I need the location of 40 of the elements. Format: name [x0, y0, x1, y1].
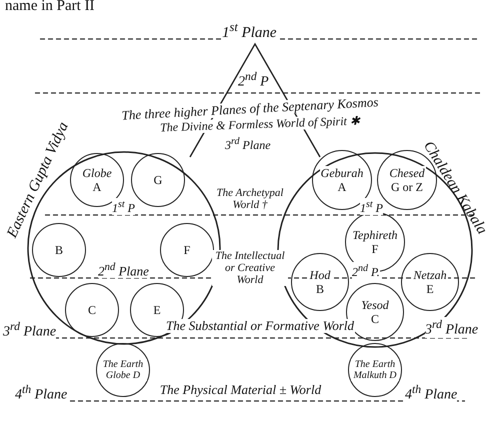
globe-letter: F [370, 242, 380, 256]
globe-name: Chesed [388, 166, 426, 180]
globe-letter: C [370, 312, 380, 326]
plane-label: 3$^{rd}$ Plane [3, 319, 56, 340]
plane-label: 4$^{th}$ Plane [405, 382, 458, 403]
globe-name: C [86, 303, 97, 317]
globe-name: B [54, 243, 64, 257]
globe-name: The Earth Globe D [99, 359, 147, 381]
globe-circle [65, 283, 119, 337]
globe-name: The Earth Malkuth D [351, 359, 399, 381]
globe-name: Yesod [360, 298, 390, 312]
plane-label: 2$^{nd}$ P. [352, 262, 380, 279]
globe-name: E [152, 303, 162, 317]
globe-name: Netzah [412, 268, 448, 282]
globe-name: Hod [308, 268, 332, 282]
globe-letter: G or Z [390, 180, 424, 194]
plane-label: 3$^{rd}$ Plane [425, 317, 478, 338]
plane-label: 1$^{st}$ P [360, 198, 384, 215]
plane-label: The Physical Material ± World [158, 383, 323, 397]
globe-letter: B [314, 282, 325, 296]
globe-circle [348, 343, 402, 397]
globe-name: G [152, 173, 164, 187]
globe-letter: A [336, 180, 348, 194]
plane-label: 2$^{nd}$ P [238, 69, 269, 91]
globe-circle [96, 343, 150, 397]
globe-name: Geburah [320, 166, 364, 180]
plane-label: 4$^{th}$ Plane [15, 382, 68, 403]
plane-label: The Archetypal World † [216, 187, 284, 211]
globe-circle [291, 253, 349, 311]
plane-label: 1$^{st}$ P [112, 198, 136, 215]
globe-name: Tephireth [351, 228, 399, 242]
globe-letter: E [425, 282, 435, 296]
plane-label: The Intellectual or Creative World [212, 250, 288, 286]
globe-circle [401, 253, 459, 311]
plane-label: The Substantial or Formative World [165, 319, 355, 333]
globe-name: Globe [81, 166, 113, 180]
globe-letter: A [92, 180, 102, 194]
plane-label: 3$^{rd}$ Plane [225, 135, 271, 152]
plane-label: 2$^{nd}$ Plane [98, 260, 149, 278]
globe-name: F [182, 243, 192, 257]
